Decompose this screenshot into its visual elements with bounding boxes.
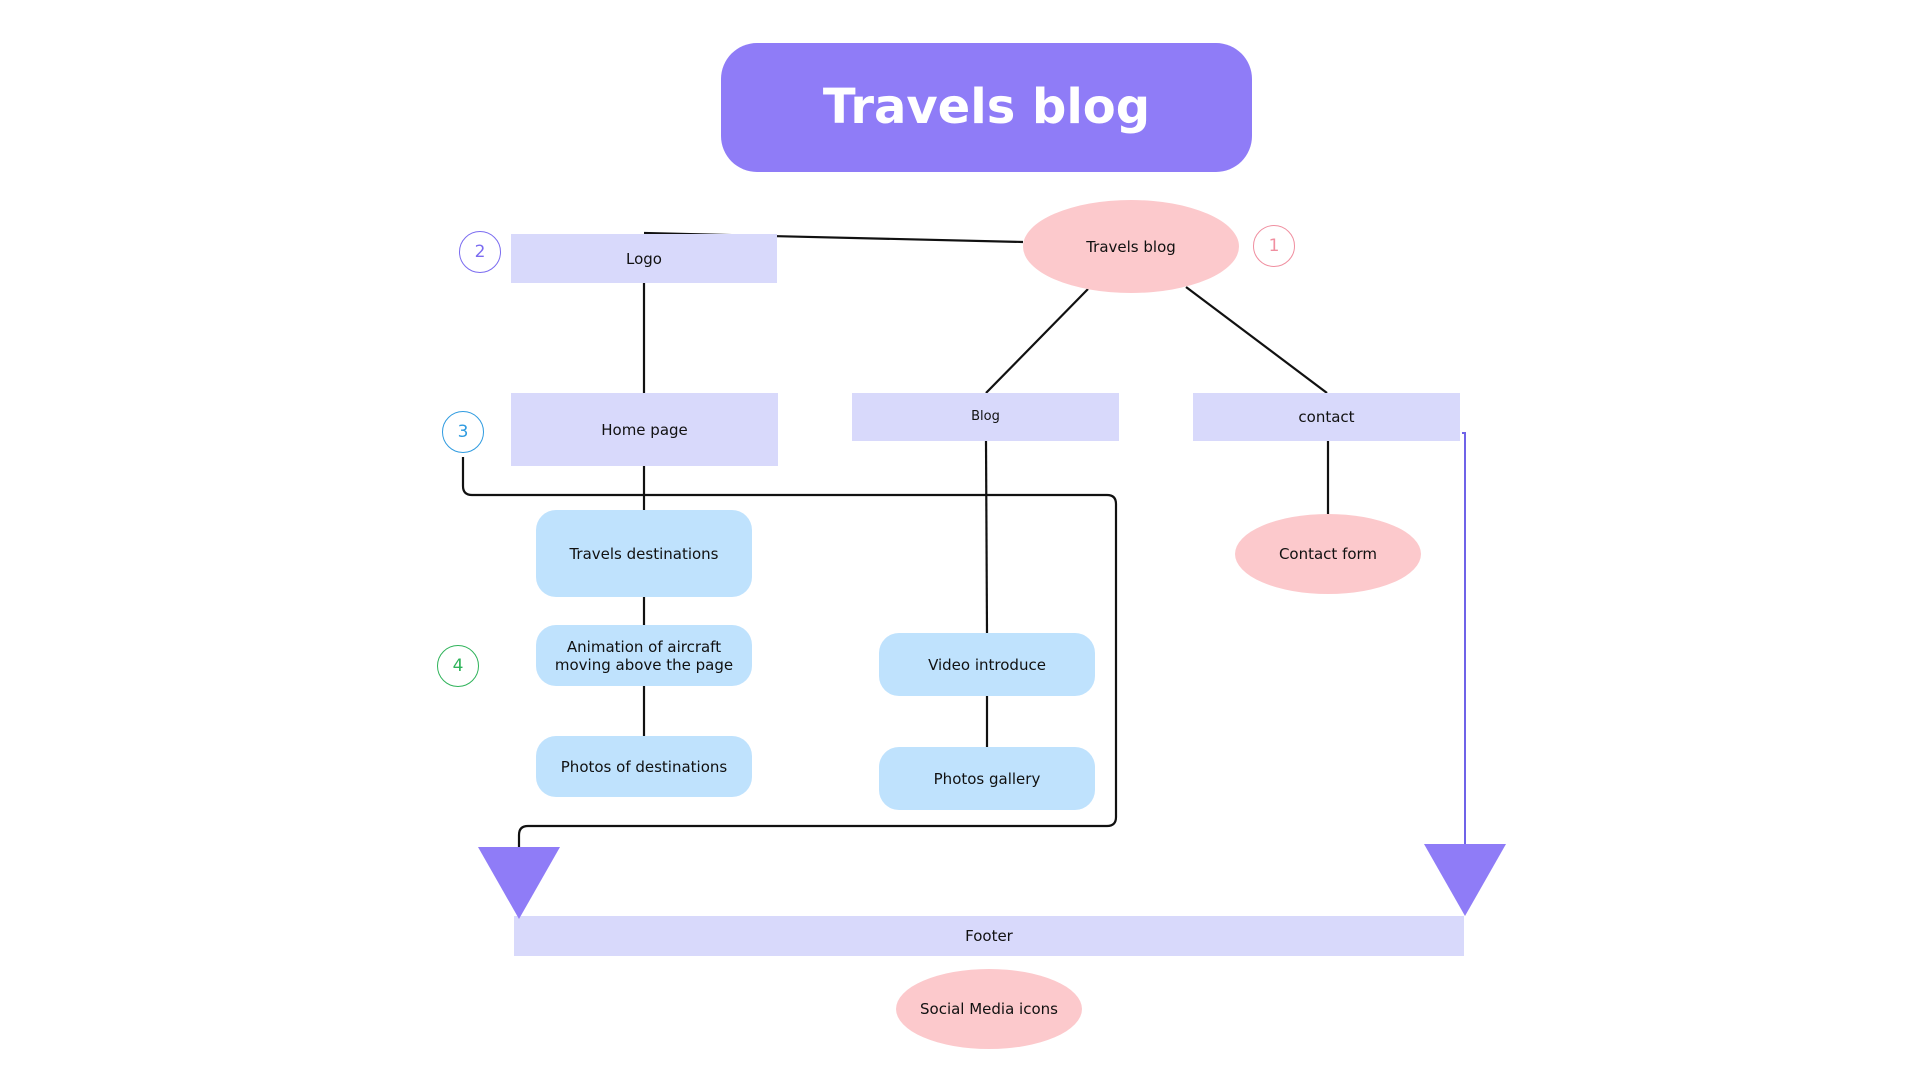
aircraft-animation-node: Animation of aircraft moving above the p… xyxy=(536,625,752,686)
link-blog-video xyxy=(984,440,989,634)
contact-node: contact xyxy=(1193,393,1460,441)
photos-gallery-node: Photos gallery xyxy=(879,747,1095,810)
video-introduce-node: Video introduce xyxy=(879,633,1095,696)
marker-1-label: 1 xyxy=(1268,236,1280,256)
marker-4-label: 4 xyxy=(452,656,464,676)
link-contact-footer xyxy=(1462,432,1466,850)
page-title: Travels blog xyxy=(721,43,1252,172)
logo-node: Logo xyxy=(511,234,777,283)
travels-destinations-label: Travels destinations xyxy=(569,544,719,563)
social-media-node: Social Media icons xyxy=(896,969,1082,1049)
aircraft-animation-label: Animation of aircraft moving above the p… xyxy=(554,637,734,674)
link-marker3-route xyxy=(461,457,1118,850)
footer-arrow-left-icon xyxy=(478,847,560,919)
root-node: Travels blog xyxy=(1023,200,1239,293)
blog-node: Blog xyxy=(852,393,1119,441)
footer-node-label: Footer xyxy=(965,927,1013,945)
footer-node: Footer xyxy=(514,916,1464,956)
link-root-blog xyxy=(985,288,1089,394)
contact-node-label: contact xyxy=(1298,408,1355,426)
footer-arrow-right-icon xyxy=(1424,844,1506,916)
root-node-label: Travels blog xyxy=(1086,237,1176,256)
marker-3-label: 3 xyxy=(457,422,469,442)
photos-destinations-label: Photos of destinations xyxy=(560,757,728,776)
home-page-node-label: Home page xyxy=(601,420,688,439)
photos-destinations-node: Photos of destinations xyxy=(536,736,752,797)
video-introduce-label: Video introduce xyxy=(928,655,1046,674)
blog-node-label: Blog xyxy=(971,409,1000,425)
marker-2: 2 xyxy=(459,231,501,273)
home-page-node: Home page xyxy=(511,393,778,466)
marker-2-label: 2 xyxy=(474,242,486,262)
marker-1: 1 xyxy=(1253,225,1295,267)
link-root-contact xyxy=(1185,286,1328,394)
travels-destinations-node: Travels destinations xyxy=(536,510,752,597)
contact-form-label: Contact form xyxy=(1278,545,1378,563)
marker-4: 4 xyxy=(437,645,479,687)
social-media-label: Social Media icons xyxy=(920,1000,1058,1018)
contact-form-node: Contact form xyxy=(1235,514,1421,594)
logo-node-label: Logo xyxy=(626,249,662,268)
marker-3: 3 xyxy=(442,411,484,453)
photos-gallery-label: Photos gallery xyxy=(933,769,1041,788)
